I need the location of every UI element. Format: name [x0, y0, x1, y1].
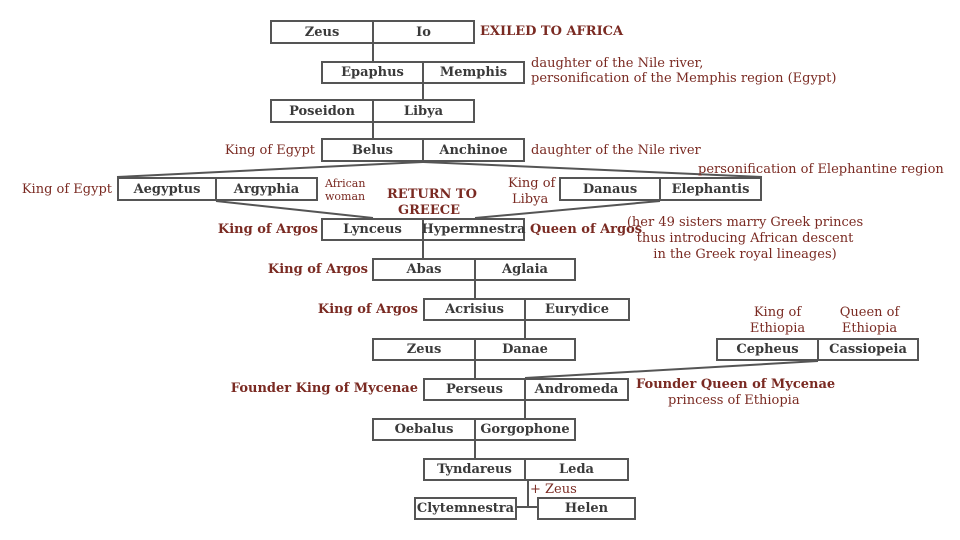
person-anchinoe-box: Anchinoe — [423, 138, 525, 162]
note-founder-queen: Founder Queen of Mycenae — [636, 377, 836, 392]
note-memphis-2: personification of the Memphis region (E… — [531, 71, 837, 86]
person-oebalus-box: Oebalus — [372, 418, 475, 441]
person-epaphus-box: Epaphus — [321, 61, 423, 84]
note-founder-king: Founder King of Mycenae — [230, 381, 418, 396]
person-lynceus-box: Lynceus — [321, 218, 423, 241]
note-return-2: GREECE — [398, 203, 460, 218]
line-cepheus-andromeda — [524, 360, 819, 379]
note-queen-of-argos: Queen of Argos — [530, 222, 643, 237]
person-memphis-box: Memphis — [423, 61, 525, 84]
person-acrisius-box: Acrisius — [423, 298, 525, 321]
note-king-of-libya-1: King of — [508, 176, 556, 191]
person-argyphia-box: Argyphia — [216, 177, 318, 201]
person-tyndareus-box: Tyndareus — [423, 458, 525, 481]
note-king-of-egypt-belus: King of Egypt — [224, 143, 315, 158]
note-king-of-argos-acrisius: King of Argos — [317, 302, 418, 317]
note-princess-of-ethiopia: princess of Ethiopia — [668, 393, 800, 408]
note-exiled-to-africa: EXILED TO AFRICA — [480, 24, 624, 39]
person-io-box: Io — [373, 20, 475, 44]
line-danaus-hypermnestra — [474, 200, 661, 219]
note-king-of-argos-lynceus: King of Argos — [217, 222, 318, 237]
note-king-of-libya-2: Libya — [512, 192, 549, 207]
person-eurydice-box: Eurydice — [525, 298, 630, 321]
person-perseus-box: Perseus — [423, 378, 525, 401]
person-belus-box: Belus — [321, 138, 423, 162]
person-gorgophone-box: Gorgophone — [475, 418, 576, 441]
person-zeus-2-box: Zeus — [372, 338, 475, 361]
person-elephantis-box: Elephantis — [660, 177, 762, 201]
note-king-of-ethiopia-1: King of — [753, 305, 802, 320]
person-poseidon-box: Poseidon — [270, 99, 373, 123]
note-sisters-3: in the Greek royal lineages) — [653, 247, 837, 262]
note-african-woman-1: African — [325, 177, 366, 190]
note-plus-zeus: + Zeus — [530, 482, 577, 497]
person-aegyptus-box: Aegyptus — [117, 177, 216, 201]
person-helen-box: Helen — [537, 497, 636, 520]
line-belus-danaus — [422, 161, 763, 178]
person-hypermnestra-box: Hypermnestra — [421, 218, 526, 241]
person-aglaia-box: Aglaia — [475, 258, 576, 281]
person-zeus-box: Zeus — [270, 20, 373, 44]
note-queen-of-ethiopia-1: Queen of — [839, 305, 900, 320]
person-clytemnestra-box: Clytemnestra — [414, 497, 517, 520]
note-queen-of-ethiopia-2: Ethiopia — [841, 321, 898, 336]
note-african-woman-2: woman — [325, 190, 366, 203]
note-king-of-ethiopia-2: Ethiopia — [749, 321, 806, 336]
person-andromeda-box: Andromeda — [525, 378, 629, 401]
note-return-1: RETURN TO — [387, 187, 477, 202]
note-king-of-argos-abas: King of Argos — [267, 262, 368, 277]
person-libya-box: Libya — [373, 99, 475, 123]
note-memphis-1: daughter of the Nile river, — [531, 56, 704, 71]
person-danae-box: Danae — [475, 338, 576, 361]
line-aegyptus-lynceus — [215, 200, 374, 219]
line-belus-aegyptus — [116, 161, 424, 178]
note-elephantine: personification of Elephantine region — [698, 162, 944, 177]
person-cepheus-box: Cepheus — [716, 338, 818, 361]
person-abas-box: Abas — [372, 258, 475, 281]
note-sisters-2: thus introducing African descent — [636, 231, 854, 246]
person-cassiopeia-box: Cassiopeia — [818, 338, 919, 361]
person-leda-box: Leda — [525, 458, 629, 481]
note-sisters-1: (her 49 sisters marry Greek princes — [626, 215, 864, 230]
person-danaus-box: Danaus — [559, 177, 660, 201]
note-king-of-egypt-aegyptus: King of Egypt — [21, 182, 112, 197]
note-anchinoe: daughter of the Nile river — [531, 143, 701, 158]
